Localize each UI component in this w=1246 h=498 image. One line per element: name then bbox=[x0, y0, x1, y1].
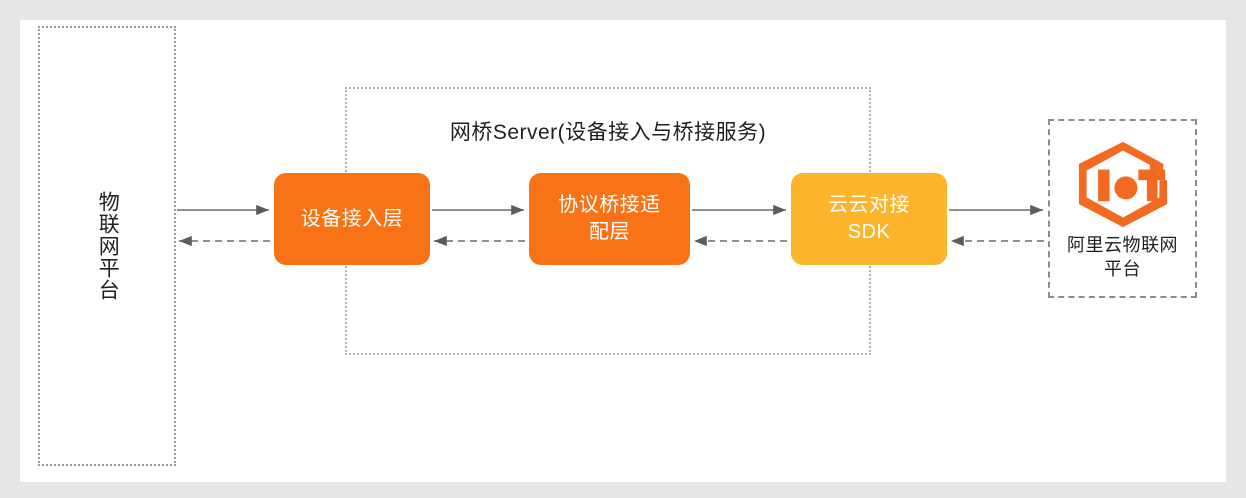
left-iot-platform-box: 物联网平台 bbox=[38, 26, 176, 466]
aliyun-iot-platform-box: 阿里云物联网 平台 bbox=[1048, 119, 1197, 298]
device-access-layer-box[interactable]: 设备接入层 bbox=[274, 173, 430, 265]
left-iot-platform-label: 物联网平台 bbox=[96, 191, 120, 301]
protocol-bridge-adapter-layer-box[interactable]: 协议桥接适 配层 bbox=[529, 173, 690, 265]
iot-hexagon-logo-icon bbox=[1078, 141, 1167, 228]
bridge-server-title: 网桥Server(设备接入与桥接服务) bbox=[449, 121, 767, 144]
aliyun-iot-platform-label: 阿里云物联网 平台 bbox=[1067, 235, 1178, 279]
diagram-canvas: 物联网平台 网桥Server(设备接入与桥接服务) 设备接入层 协议桥接适 配层… bbox=[20, 20, 1226, 482]
cloud-to-cloud-sdk-box[interactable]: 云云对接 SDK bbox=[791, 173, 947, 265]
